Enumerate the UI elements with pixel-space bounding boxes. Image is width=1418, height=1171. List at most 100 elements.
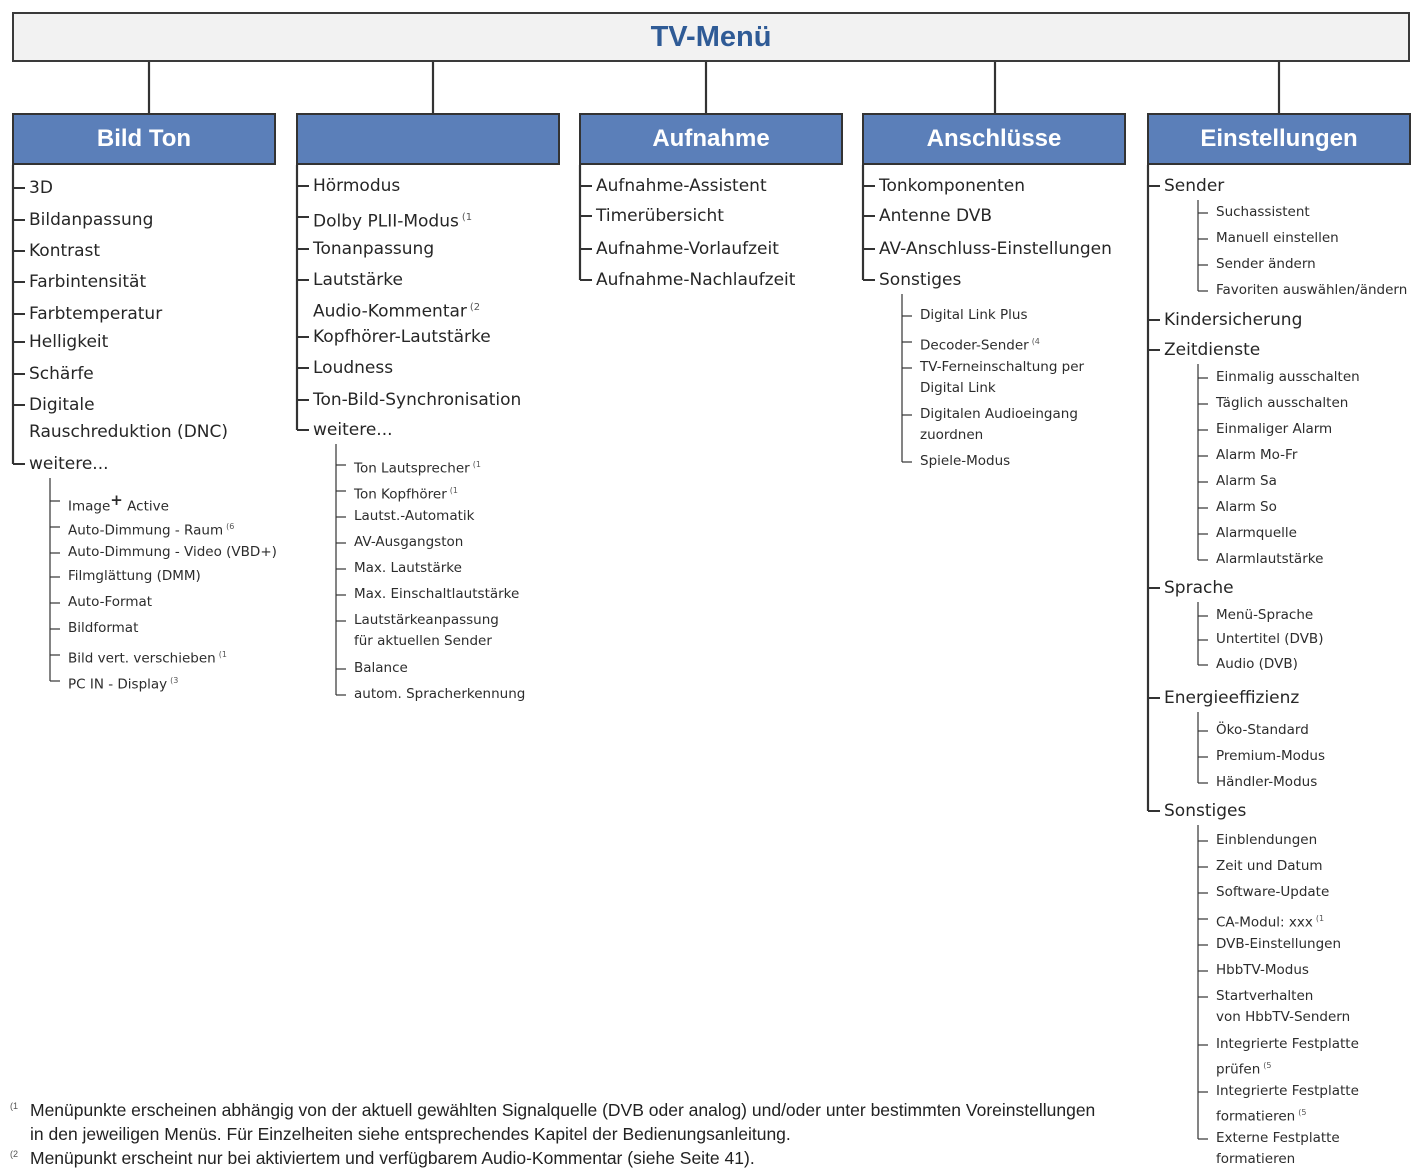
column-header-2	[296, 113, 560, 165]
node-label: Ton-Bild-Synchronisation	[313, 390, 522, 410]
menu-item: Antenne DVB	[879, 203, 992, 230]
node-line: Integrierte Festplatte	[1216, 1034, 1359, 1055]
node-label: Einblendungen	[1216, 832, 1318, 848]
node-line: Loudness	[313, 355, 393, 382]
node-label: Auto-Dimmung - Video (VBD+)	[68, 544, 277, 560]
node-label: Auto-Format	[68, 594, 153, 610]
root-menu-box: TV-Menü	[12, 12, 1410, 62]
node-label-line2: Digital Link	[920, 380, 996, 396]
footnote-ref: (1	[1315, 914, 1325, 923]
node-label: Auto-Dimmung - Raum	[68, 522, 224, 539]
sub-item: Filmglättung (DMM)	[68, 566, 201, 587]
node-label: Max. Lautstärke	[354, 560, 462, 576]
node-line: Bildanpassung	[29, 207, 153, 234]
node-line: Image+ Active	[68, 490, 169, 518]
sub-item: DVB-Einstellungen	[1216, 934, 1341, 955]
column-header-5: Einstellungen	[1147, 113, 1411, 165]
node-line: Auto-Dimmung - Video (VBD+)	[68, 542, 277, 563]
sub-item: Favoriten auswählen/ändern	[1216, 280, 1407, 301]
node-label: Digitale	[29, 395, 95, 415]
sub-item: PC IN - Display(3	[68, 670, 178, 696]
node-label: Helligkeit	[29, 332, 109, 352]
node-label: Aufnahme-Nachlaufzeit	[596, 270, 796, 290]
node-label: Kontrast	[29, 241, 101, 261]
sub-item: Einblendungen	[1216, 830, 1317, 851]
node-line: Startverhalten	[1216, 986, 1350, 1007]
node-line: Externe Festplatte	[1216, 1128, 1340, 1149]
node-label: Einmalig ausschalten	[1216, 369, 1360, 385]
node-label: Startverhalten	[1216, 988, 1314, 1004]
root-menu-title: TV-Menü	[650, 20, 772, 53]
node-line: Auto-Format	[68, 592, 152, 613]
menu-item: Zeitdienste	[1164, 337, 1260, 364]
footnote-ref: (5	[1263, 1061, 1272, 1070]
node-label: Sender	[1164, 176, 1225, 196]
sub-item: Einmaliger Alarm	[1216, 419, 1332, 440]
menu-item: Loudness	[313, 355, 393, 382]
node-label: Öko-Standard	[1216, 722, 1309, 738]
node-line: Alarm Sa	[1216, 471, 1277, 492]
sub-item: Balance	[354, 658, 408, 679]
column-header-title: Anschlüsse	[926, 125, 1062, 152]
menu-item: Sender	[1164, 173, 1224, 200]
node-label: Lautstärke	[313, 270, 403, 290]
node-label: Ton Lautsprecher	[354, 460, 470, 477]
node-label: Balance	[354, 660, 408, 676]
footnote-ref: (1	[461, 212, 473, 223]
node-line: Zeit und Datum	[1216, 856, 1323, 877]
node-line: AV-Anschluss-Einstellungen	[879, 236, 1112, 263]
node-label: Bildformat	[68, 620, 139, 636]
node-line: HbbTV-Modus	[1216, 960, 1309, 981]
node-label: Alarm So	[1216, 499, 1277, 515]
node-label-suffix: Active	[122, 498, 169, 515]
node-label: weitere...	[29, 454, 109, 474]
node-label: Max. Einschaltlautstärke	[354, 586, 520, 602]
node-line: CA-Modul: xxx(1	[1216, 908, 1324, 934]
node-label-line2: von HbbTV-Sendern	[1216, 1009, 1351, 1025]
node-line: weitere...	[313, 417, 393, 444]
node-label: Tonanpassung	[313, 239, 435, 259]
node-line: Timerübersicht	[596, 203, 724, 230]
node-label: Premium-Modus	[1216, 748, 1326, 764]
sub-item: Startverhalten von HbbTV-Sendern	[1216, 986, 1350, 1028]
column-header-1: Bild Ton	[12, 113, 276, 165]
node-line: Favoriten auswählen/ändern	[1216, 280, 1407, 301]
node-line: prüfen(5	[1216, 1055, 1359, 1081]
node-line: Menü-Sprache	[1216, 605, 1313, 626]
sub-item: Bild vert. verschieben(1	[68, 644, 227, 670]
node-line: Lautstärkeanpassung	[354, 610, 499, 631]
node-label-line2: Audio-Kommentar	[313, 301, 467, 322]
node-label: Software-Update	[1216, 884, 1330, 900]
node-line: Sprache	[1164, 575, 1234, 602]
node-line: Ton Kopfhörer(1	[354, 480, 458, 506]
sub-item: Software-Update	[1216, 882, 1329, 903]
node-line: Hörmodus	[313, 173, 400, 200]
node-label: Zeit und Datum	[1216, 858, 1323, 874]
node-line: autom. Spracherkennung	[354, 684, 525, 705]
node-label: PC IN - Display	[68, 676, 168, 693]
node-line: Audio-Kommentar(2	[313, 294, 480, 326]
footnote-text: Menüpunkte erscheinen abhängig von der a…	[30, 1100, 1096, 1120]
menu-item: Sonstiges	[1164, 798, 1246, 825]
sub-item: Spiele-Modus	[920, 451, 1010, 472]
node-line: Kontrast	[29, 238, 100, 265]
column-header-4: Anschlüsse	[862, 113, 1126, 165]
sub-item: Auto-Format	[68, 592, 152, 613]
sub-item: Öko-Standard	[1216, 720, 1309, 741]
node-line: Rauschreduktion (DNC)	[29, 419, 228, 446]
node-label: Menü-Sprache	[1216, 607, 1314, 623]
node-line: Max. Einschaltlautstärke	[354, 584, 519, 605]
node-line: weitere...	[29, 451, 109, 478]
footnote-ref: (4	[1031, 337, 1040, 346]
node-label: Digital Link Plus	[920, 307, 1028, 323]
node-line: Premium-Modus	[1216, 746, 1325, 767]
node-label: weitere...	[313, 420, 393, 440]
node-line: Aufnahme-Vorlaufzeit	[596, 236, 779, 263]
node-line: Dolby PLII-Modus(1	[313, 204, 472, 236]
